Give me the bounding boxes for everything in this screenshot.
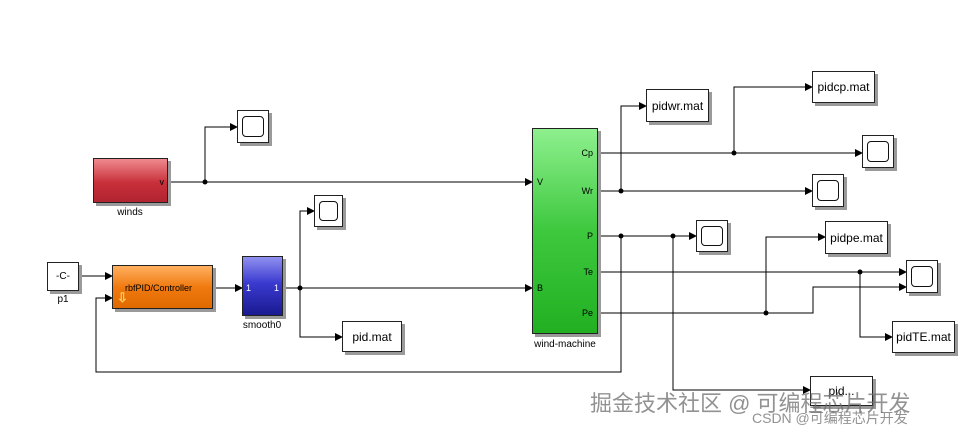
scope-icon <box>817 180 839 201</box>
smooth-port-out: 1 <box>273 283 279 293</box>
watermark-main: 掘金技术社区 @ 可编程芯片开发 <box>590 391 911 416</box>
port-wr: Wr <box>581 186 593 196</box>
wire-wr-to-pidwr <box>620 102 647 191</box>
port-b: B <box>537 283 544 293</box>
wind-machine-label: wind-machine <box>534 339 596 350</box>
controller-block[interactable]: rbfPID/Controller ⇩ <box>112 265 213 309</box>
winds-label: winds <box>117 207 143 218</box>
scope-te-pe[interactable] <box>906 260 938 293</box>
smooth-label: smooth0 <box>242 320 282 331</box>
wire-smooth-to-pidmat <box>299 288 343 341</box>
wire-p-down <box>672 236 811 394</box>
wind-machine-block[interactable]: Cp Wr P Te Pe V B <box>532 128 598 334</box>
constant-block[interactable]: -C- <box>47 262 79 291</box>
smooth-block[interactable]: 1 1 <box>242 256 283 316</box>
wire-pe-out <box>598 283 907 314</box>
port-pe: Pe <box>581 308 593 318</box>
wire-te-to-pidte <box>859 272 893 341</box>
pidcp-mat-block[interactable]: pidcp.mat <box>812 71 875 103</box>
wire-smooth-to-scope <box>299 207 315 288</box>
port-cp: Cp <box>581 148 593 158</box>
wire-winds-to-scope <box>204 123 238 182</box>
scope-smooth[interactable] <box>314 195 343 227</box>
scope-winds[interactable] <box>237 110 269 143</box>
port-v: V <box>537 177 544 187</box>
scope-icon <box>319 201 338 221</box>
watermark-sub: CSDN @可编程芯片开发 <box>752 410 908 426</box>
wire-feedback <box>95 236 622 373</box>
scope-wr[interactable] <box>812 174 844 207</box>
wire-cp-to-pidcp <box>733 83 813 153</box>
pid-mat-block[interactable]: pid.mat <box>342 321 402 352</box>
pidpe-mat-block[interactable]: pidpe.mat <box>825 221 888 254</box>
scope-icon <box>867 141 889 162</box>
port-p: P <box>586 231 593 241</box>
scope-cp[interactable] <box>862 135 894 168</box>
winds-block[interactable]: v <box>93 158 168 203</box>
pidte-mat-block[interactable]: pidTE.mat <box>892 321 955 353</box>
wire-pe-to-pidpe <box>765 233 826 313</box>
smooth-port-in: 1 <box>246 283 252 293</box>
scope-p[interactable] <box>696 220 728 252</box>
scope-icon <box>242 116 264 137</box>
controller-title: rbfPID/Controller <box>125 283 193 293</box>
constant-label: p1 <box>57 294 69 305</box>
port-te: Te <box>583 267 593 277</box>
winds-port-v: v <box>159 177 165 187</box>
scope-icon <box>701 226 723 246</box>
pidwr-mat-block[interactable]: pidwr.mat <box>646 89 709 122</box>
download-arrow-icon: ⇩ <box>117 290 128 305</box>
scope-icon <box>911 266 933 287</box>
bottom-mat-block[interactable]: pid... <box>810 376 873 406</box>
